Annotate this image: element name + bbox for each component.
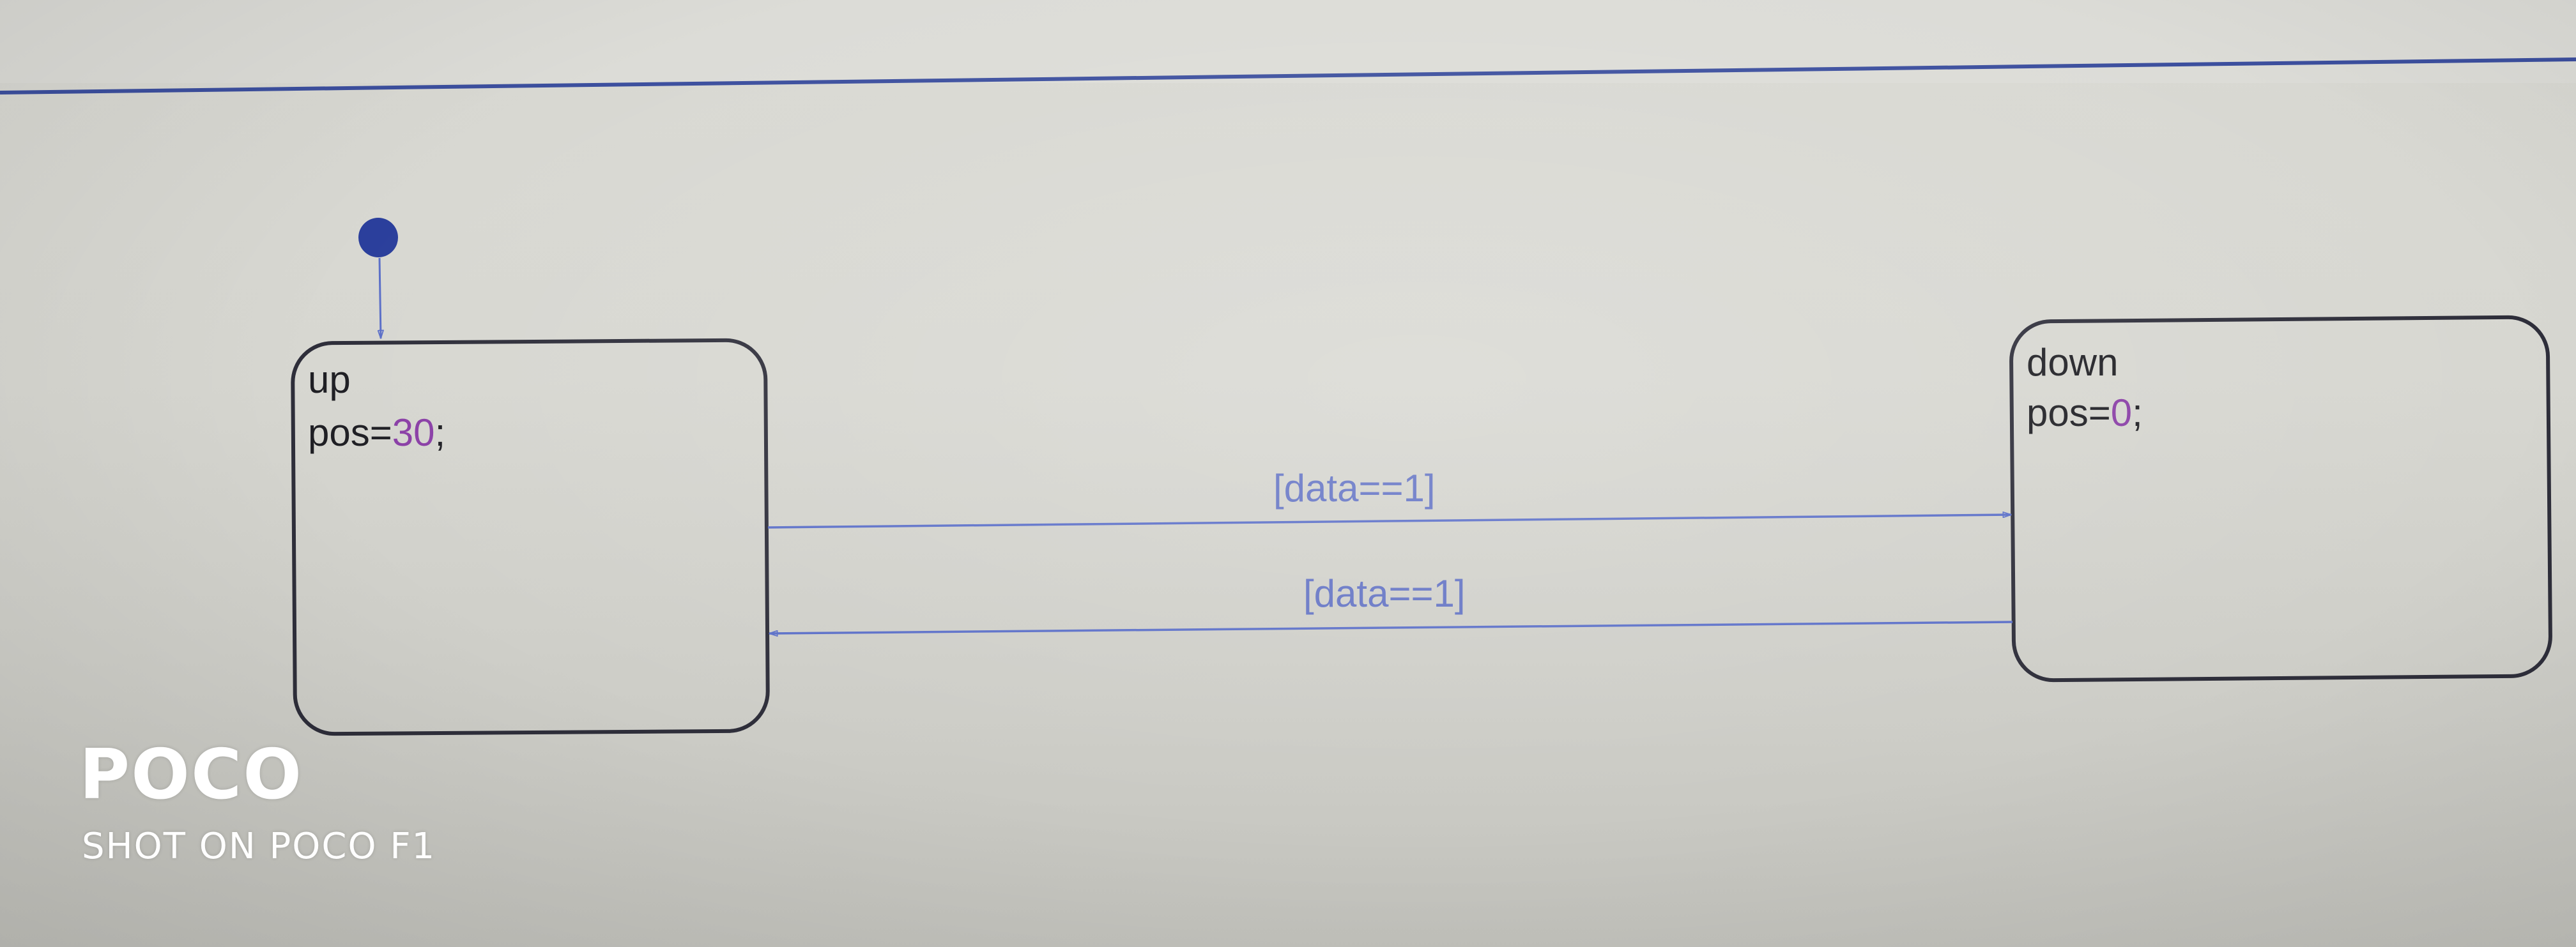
camera-watermark-subtitle: SHOT ON POCO F1: [82, 826, 436, 867]
state-down-box[interactable]: [2009, 315, 2552, 683]
transition-up-to-down-guard[interactable]: [data==1]: [1273, 467, 1436, 510]
transition-down-to-up-line[interactable]: [769, 621, 2013, 633]
editor-header-band: [0, 0, 2576, 83]
canvas-top-separator: [0, 57, 2576, 95]
default-transition-line[interactable]: [379, 257, 381, 338]
state-down-action-value: 0: [2110, 391, 2133, 434]
state-up-action-value: 30: [392, 411, 435, 454]
state-down-action-suffix: ;: [2132, 391, 2143, 434]
state-down-entry-action: pos=0;: [2027, 394, 2143, 432]
state-up-action-prefix: pos=: [308, 411, 392, 454]
state-up-name: up: [308, 358, 351, 401]
state-down-name: down: [2027, 341, 2119, 384]
state-up-box[interactable]: [291, 338, 770, 736]
state-down-action-prefix: pos=: [2027, 391, 2111, 434]
default-transition-dot: [358, 218, 398, 257]
state-up-entry-action: pos=30;: [308, 414, 445, 452]
state-up-action-suffix: ;: [434, 411, 446, 454]
transition-down-to-up-guard[interactable]: [data==1]: [1303, 572, 1466, 615]
transition-up-to-down-line[interactable]: [767, 515, 2011, 529]
camera-watermark-brand: POCO: [79, 735, 303, 815]
